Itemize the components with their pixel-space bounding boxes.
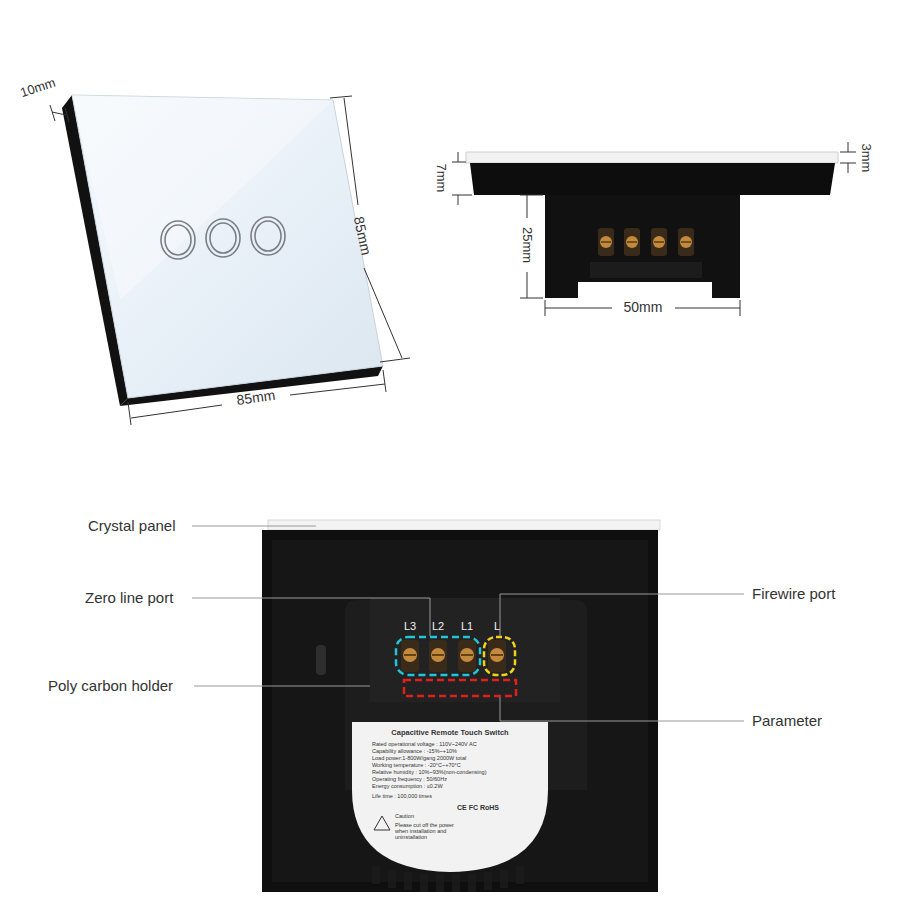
dimension-label: 25mm — [520, 227, 534, 263]
part-label: Zero line port — [85, 590, 173, 607]
dimension-label: 50mm — [622, 300, 665, 315]
sticker-text: Capacitive Remote Touch Switch — [391, 729, 508, 737]
sticker-text: CE FC RoHS — [457, 804, 499, 812]
terminal-label: L — [494, 620, 500, 632]
sticker-text: Rated operational voltage : 110V~240V AC — [372, 741, 477, 747]
dimension-label: 3mm — [859, 144, 873, 173]
terminal-label: L2 — [432, 620, 444, 632]
sticker-text: Caution — [395, 813, 414, 819]
part-label: Crystal panel — [88, 518, 176, 535]
sticker-text: Please cut off the power when installati… — [395, 822, 457, 840]
terminal-label: L1 — [461, 620, 473, 632]
sticker-text: Working temperature : -20°C~+70°C — [372, 762, 461, 768]
dimension-label: 7mm — [434, 164, 448, 193]
sticker-text: Operating frequency : 50/60Hz — [372, 776, 447, 782]
sticker-text: Relative humidity : 10%~93%(non-condensi… — [372, 769, 487, 775]
sticker-text: Energy consumption : ≤0.2W — [372, 783, 443, 789]
sticker-text: Load power:1-800W/gang 2000W total — [372, 755, 466, 761]
sticker-text: Life time : 100,000 times — [372, 793, 432, 799]
dimension-label: 85mm — [236, 388, 277, 409]
sticker-text: Capability allowance : -15%~+10% — [372, 748, 457, 754]
part-label: Poly carbon holder — [48, 678, 173, 695]
part-label: Firewire port — [752, 586, 835, 603]
terminal-label: L3 — [404, 620, 416, 632]
dimension-label: 10mm — [19, 76, 58, 101]
part-label: Parameter — [752, 713, 822, 730]
